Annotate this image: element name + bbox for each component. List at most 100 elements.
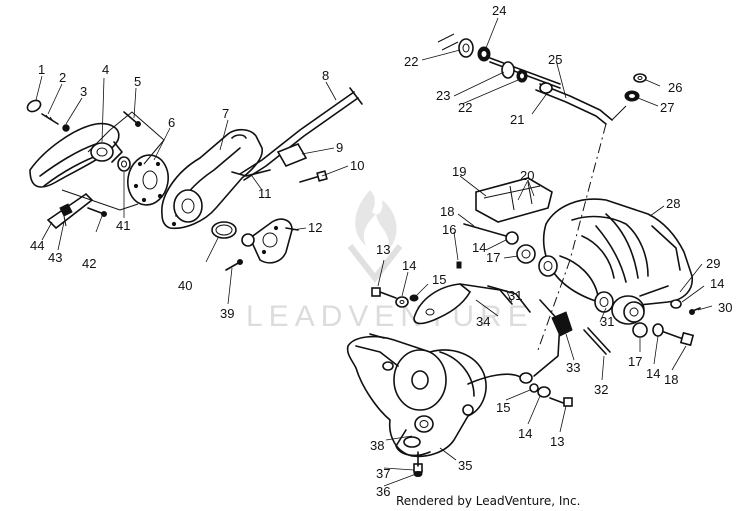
part-13-bolt-lower bbox=[549, 397, 573, 407]
callout-24: 24 bbox=[492, 3, 506, 18]
callout-31-right: 31 bbox=[600, 314, 614, 329]
callout-23: 23 bbox=[436, 88, 450, 103]
callout-19: 19 bbox=[452, 164, 466, 179]
part-22-bearing-top bbox=[437, 33, 474, 58]
callout-15-left: 15 bbox=[432, 272, 446, 287]
part-34-link bbox=[413, 283, 531, 325]
callout-41: 41 bbox=[116, 218, 130, 233]
part-13-bolt-left bbox=[371, 287, 397, 299]
flame-logo-icon bbox=[355, 190, 397, 250]
callout-34: 34 bbox=[476, 314, 490, 329]
assembly-guide-left bbox=[87, 111, 165, 165]
part-1-cap bbox=[26, 99, 42, 113]
callout-44: 44 bbox=[30, 238, 44, 253]
callout-22-mid: 22 bbox=[458, 100, 472, 115]
part-7-housing bbox=[161, 128, 263, 230]
part-42-screw bbox=[87, 207, 107, 217]
callout-14-lower: 14 bbox=[518, 426, 532, 441]
part-3-nut bbox=[62, 124, 70, 132]
part-30-screw bbox=[689, 307, 701, 315]
auger-housing bbox=[346, 177, 701, 477]
callout-14-right: 14 bbox=[710, 276, 724, 291]
callout-14-mid: 14 bbox=[402, 258, 416, 273]
part-9-bracket bbox=[276, 142, 308, 168]
part-41-washer bbox=[117, 156, 131, 172]
part-5-screw bbox=[123, 111, 141, 127]
part-26-27-washers bbox=[624, 73, 647, 102]
callout-42: 42 bbox=[82, 256, 96, 271]
part-14-washer-left bbox=[395, 296, 409, 308]
callout-39: 39 bbox=[220, 306, 234, 321]
callout-20: 20 bbox=[520, 168, 534, 183]
callout-22-top: 22 bbox=[404, 54, 418, 69]
watermark-chevron-icon bbox=[347, 244, 403, 283]
callout-40: 40 bbox=[178, 278, 192, 293]
part-39-screw bbox=[225, 259, 243, 271]
watermark: LEADVENTURE bbox=[246, 190, 534, 333]
callout-30: 30 bbox=[718, 300, 732, 315]
part-28-impeller-housing bbox=[538, 198, 693, 313]
assembly-guide-left-lower bbox=[61, 189, 139, 211]
part-10-bolt bbox=[299, 170, 328, 183]
callout-1: 1 bbox=[38, 62, 45, 77]
part-32-bolt bbox=[583, 327, 611, 355]
callout-38: 38 bbox=[370, 438, 384, 453]
leader-shaft-v bbox=[611, 105, 627, 121]
part-33-clip bbox=[533, 299, 573, 377]
part-22-23-bushings bbox=[501, 61, 528, 83]
part-2-bolt bbox=[41, 113, 59, 125]
callout-28: 28 bbox=[666, 196, 680, 211]
callout-26: 26 bbox=[668, 80, 682, 95]
part-12-plate bbox=[249, 218, 299, 264]
part-14-washer-lower bbox=[537, 386, 551, 398]
part-11-rod bbox=[231, 169, 271, 177]
callout-11: 11 bbox=[258, 186, 272, 201]
part-19-bracket bbox=[475, 177, 553, 223]
part-14-18-right-bolt bbox=[652, 323, 695, 347]
part-4-chute-handle bbox=[29, 122, 123, 188]
callout-8: 8 bbox=[322, 68, 329, 83]
part-14-right-washer bbox=[670, 299, 682, 309]
callout-3: 3 bbox=[80, 84, 87, 99]
callout-labels: 1 2 3 4 5 6 7 8 9 10 11 12 41 42 43 44 4… bbox=[30, 3, 732, 499]
footer-credit: Rendered by LeadVenture, Inc. bbox=[396, 494, 581, 508]
callout-12: 12 bbox=[308, 220, 322, 235]
callout-16: 16 bbox=[442, 222, 456, 237]
part-18-bolt-left bbox=[463, 223, 519, 245]
part-36-37-bolt bbox=[413, 451, 423, 477]
callout-37: 37 bbox=[376, 466, 390, 481]
callout-18-right: 18 bbox=[664, 372, 678, 387]
part-24-washer bbox=[477, 46, 491, 62]
callout-4: 4 bbox=[102, 62, 109, 77]
callout-15-lower: 15 bbox=[496, 400, 510, 415]
watermark-brand: LEADVENTURE bbox=[246, 300, 534, 333]
part-40-ring bbox=[211, 221, 255, 247]
callout-32: 32 bbox=[594, 382, 608, 397]
leader-lines bbox=[35, 17, 713, 487]
part-16-pin bbox=[456, 261, 462, 269]
callout-14-lower-right: 14 bbox=[646, 366, 660, 381]
callout-31-left: 31 bbox=[508, 288, 522, 303]
callout-17-left: 17 bbox=[486, 250, 500, 265]
callout-35: 35 bbox=[458, 458, 472, 473]
part-8-cable bbox=[239, 87, 363, 181]
callout-25: 25 bbox=[548, 52, 562, 67]
part-25-rod bbox=[535, 82, 613, 125]
left-assembly bbox=[26, 87, 363, 271]
callout-2: 2 bbox=[59, 70, 66, 85]
part-15-washer-lower bbox=[529, 383, 539, 393]
callout-10: 10 bbox=[350, 158, 364, 173]
callout-9: 9 bbox=[336, 140, 343, 155]
part-29-pulley bbox=[611, 285, 669, 325]
callout-21: 21 bbox=[510, 112, 524, 127]
callout-17-right: 17 bbox=[628, 354, 642, 369]
part-17-bearing bbox=[516, 244, 536, 264]
callout-43: 43 bbox=[48, 250, 62, 265]
part-43-44-lever bbox=[46, 192, 94, 230]
callout-18-left: 18 bbox=[440, 204, 454, 219]
part-15-washer-left bbox=[409, 294, 419, 302]
part-arm-link bbox=[467, 372, 533, 385]
centerline-shaft bbox=[537, 123, 607, 351]
callout-14-left: 14 bbox=[472, 240, 486, 255]
